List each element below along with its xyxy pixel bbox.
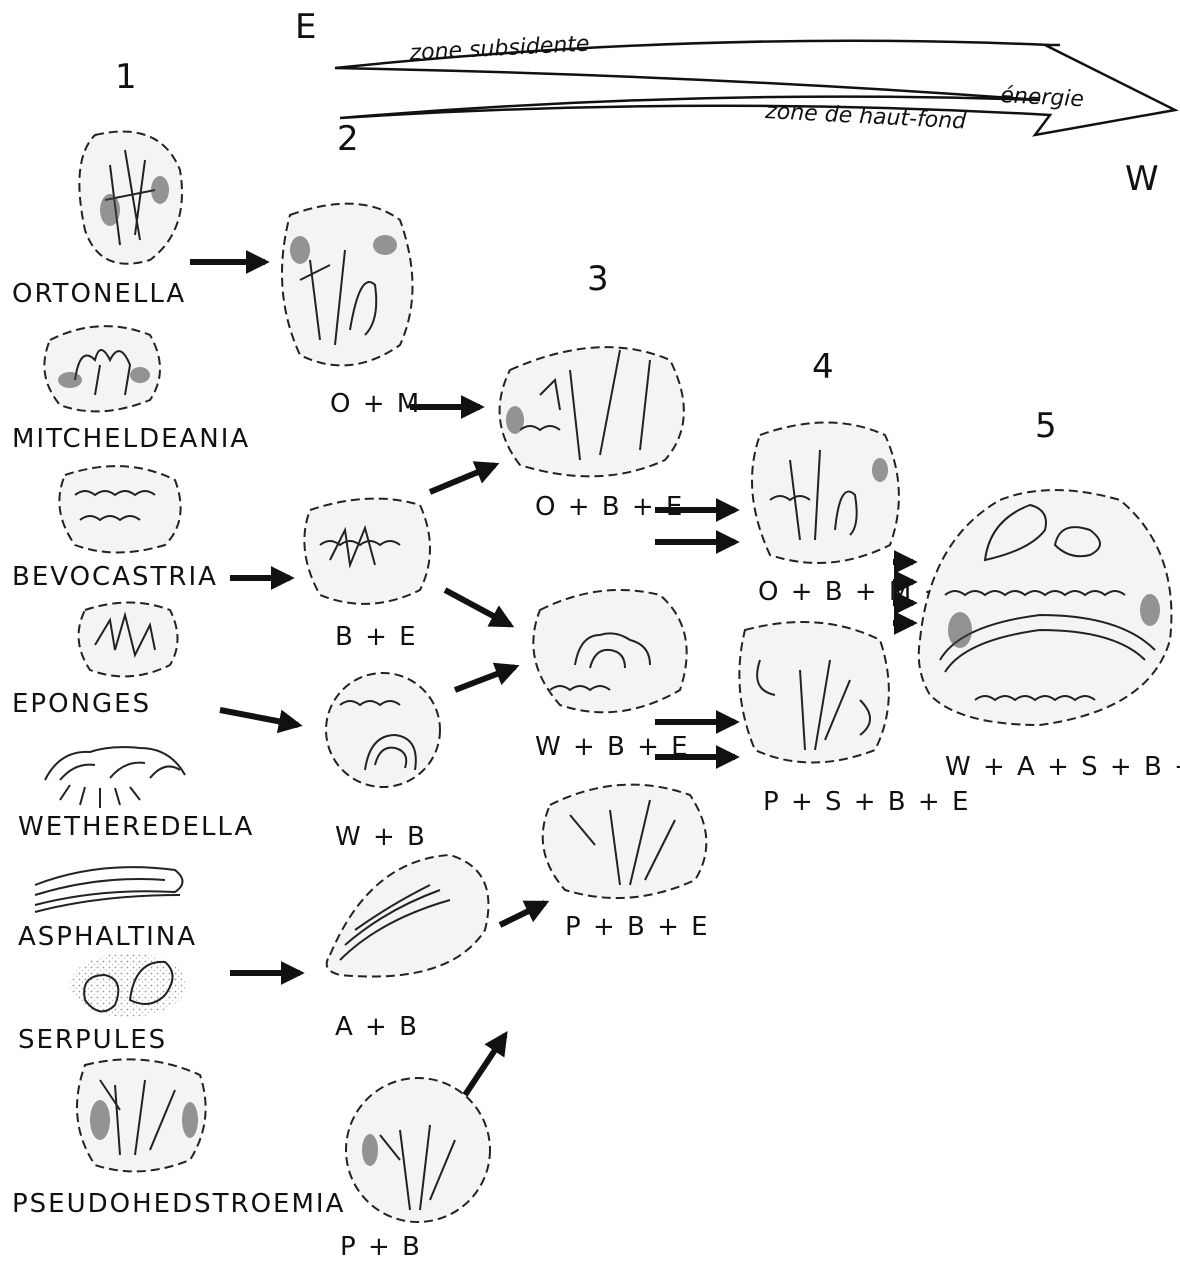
energy-label: énergie bbox=[1000, 83, 1085, 112]
organism-label-ortonella: ORTONELLA bbox=[12, 279, 186, 309]
organism-label-serpules: SERPULES bbox=[18, 1025, 167, 1055]
stage-number-3: 3 bbox=[587, 259, 609, 299]
serpules-figure bbox=[70, 953, 186, 1017]
stage-number-2: 2 bbox=[337, 119, 359, 159]
label-p-b-e: P + B + E bbox=[565, 912, 710, 942]
label-w-a-s-b-e: W + A + S + B + E bbox=[945, 752, 1180, 782]
organism-label-wetheredella: WETHEREDELLA bbox=[18, 812, 254, 842]
stage-number-4: 4 bbox=[812, 347, 834, 387]
label-a-b: A + B bbox=[335, 1012, 419, 1042]
stage-number-1: 1 bbox=[115, 57, 137, 97]
zone-haut-fond-label: zone de haut-fond bbox=[764, 99, 968, 135]
oncoid-o-m bbox=[282, 204, 413, 366]
stage-number-5: 5 bbox=[1035, 406, 1057, 446]
oncoid-w-b bbox=[326, 673, 440, 787]
bevocastria-figure bbox=[59, 466, 180, 552]
mitcheldeania-figure bbox=[44, 326, 160, 411]
oncoid-p-s-b-e bbox=[739, 622, 889, 763]
organism-label-pseudohedstroemia: PSEUDOHEDSTROEMIA bbox=[12, 1189, 345, 1219]
label-p-b: P + B bbox=[340, 1232, 422, 1262]
label-b-e: B + E bbox=[335, 622, 418, 652]
wetheredella-figure bbox=[45, 747, 185, 808]
ortonella-figure bbox=[79, 132, 182, 264]
east-label: E bbox=[295, 7, 316, 47]
organism-label-eponges: EPONGES bbox=[12, 689, 151, 719]
oncoid-a-b bbox=[327, 855, 489, 977]
oncoid-w-a-s-b-e bbox=[919, 490, 1172, 725]
oncoid-p-b-e bbox=[543, 785, 707, 898]
pseudohedstroemia-figure bbox=[77, 1059, 206, 1171]
oncoid-o-b-m-e bbox=[752, 423, 899, 564]
oncoid-o-b-e bbox=[500, 347, 684, 476]
zone-subsidente-label: zone subsidente bbox=[408, 32, 590, 66]
oncoid-p-b bbox=[346, 1078, 490, 1222]
oncoid-b-e bbox=[304, 499, 430, 604]
organism-label-mitcheldeania: MITCHELDEANIA bbox=[12, 424, 250, 454]
asphaltina-figure bbox=[35, 867, 183, 912]
label-o-m: O + M bbox=[330, 389, 421, 419]
oncoid-w-b-e bbox=[533, 590, 686, 712]
label-w-b: W + B bbox=[335, 822, 427, 852]
organism-label-asphaltina: ASPHALTINA bbox=[18, 922, 197, 952]
label-p-s-b-e: P + S + B + E bbox=[763, 787, 970, 817]
organism-label-bevocastria: BEVOCASTRIA bbox=[12, 562, 218, 592]
west-label: W bbox=[1125, 159, 1159, 199]
eponges-figure bbox=[79, 603, 178, 677]
